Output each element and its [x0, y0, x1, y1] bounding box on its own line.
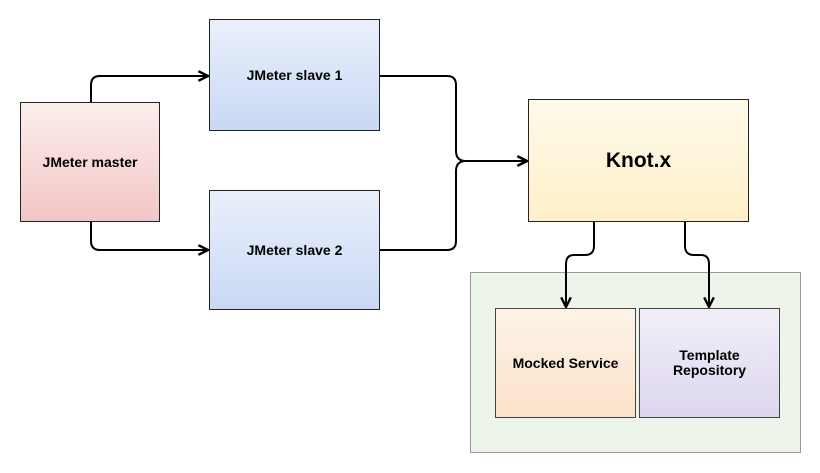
jmeter-slave-2-label: JMeter slave 2 [246, 241, 343, 258]
edge-slave2-to-knotx [380, 161, 527, 251]
edge-slave1-to-knotx [380, 75, 527, 161]
template-repository-node[interactable]: Template Repository [639, 308, 780, 418]
jmeter-master-node[interactable]: JMeter master [20, 102, 160, 222]
mocked-service-label: Mocked Service [512, 354, 619, 371]
mocked-service-node[interactable]: Mocked Service [495, 308, 636, 418]
template-repository-label: Template Repository [672, 347, 747, 378]
jmeter-slave-1-node[interactable]: JMeter slave 1 [209, 19, 380, 131]
edge-master-to-slave2 [90, 222, 208, 250]
knotx-label: Knot.x [605, 148, 672, 172]
jmeter-slave-2-node[interactable]: JMeter slave 2 [209, 190, 380, 310]
jmeter-slave-1-label: JMeter slave 1 [246, 66, 343, 83]
knotx-node[interactable]: Knot.x [528, 99, 749, 222]
edge-master-to-slave1 [90, 76, 208, 102]
jmeter-master-label: JMeter master [42, 153, 138, 170]
